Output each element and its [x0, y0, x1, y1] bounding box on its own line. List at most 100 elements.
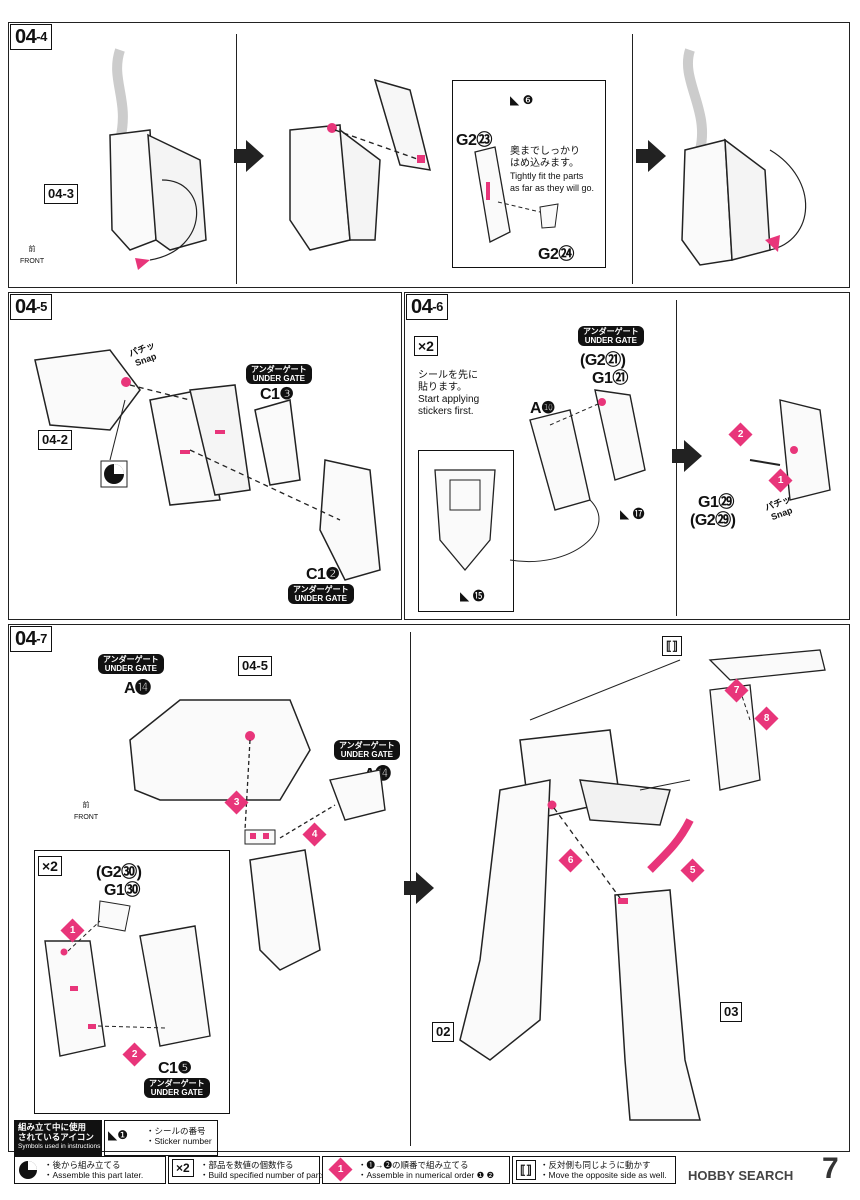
sticker-17-ref: ◣ ⓱ [620, 507, 645, 521]
part-g2-23: G2㉓ [456, 132, 492, 149]
legend-order-en: ・Assemble in numerical order ❶ ❷ [358, 1170, 495, 1180]
instr-jp-2: 貼ります。 [418, 382, 467, 393]
tip-en-1: Tightly fit the parts [510, 171, 584, 181]
sticker-detail-box [418, 450, 514, 612]
gate-en: UNDER GATE [252, 374, 305, 383]
step-label-main: 04 [15, 628, 37, 650]
sticker-15-ref: ◣ ⓯ [460, 589, 485, 603]
instr-en-2: stickers first. [418, 406, 474, 417]
step-label-sub: -7 [36, 631, 47, 646]
legend-sticker-icon: ◣❶ [108, 1128, 128, 1142]
leg-assembly-drawing [459, 649, 831, 1121]
legend-header [14, 1120, 102, 1156]
divider [632, 34, 633, 284]
shoulder-part-drawing [529, 389, 646, 511]
side-armor-drawing [44, 900, 211, 1057]
gate-jp: アンダーゲート [293, 585, 349, 594]
legend-sticker-text: ・シールの番号 ・Sticker number [146, 1126, 212, 1146]
gate-en: UNDER GATE [150, 1088, 203, 1097]
shoulder-inner-drawing [434, 469, 496, 572]
step-label-main: 04 [15, 296, 37, 318]
part-g2-drawing [474, 146, 559, 243]
shoulder-armor-drawing [749, 399, 831, 501]
legend-sticker-cell [104, 1120, 218, 1156]
legend-title-jp-2: されているアイコン [18, 1132, 94, 1142]
next-arrow-icon [234, 140, 264, 172]
build-twice-badge: ×2 [414, 336, 438, 356]
step-label-sub: -6 [432, 299, 443, 314]
gate-jp: アンダーゲート [251, 365, 307, 374]
part-a10: A❿ [530, 400, 555, 417]
step-label-main: 04 [411, 296, 433, 318]
assemble-later-icon [100, 460, 128, 488]
legend-opposite-text: ・反対側も同じように動かす ・Move the opposite side as… [540, 1160, 667, 1180]
ref-04-2-label: 04-2 [38, 430, 73, 450]
tip-jp-2: はめ込みます。 [510, 158, 579, 169]
watermark: HOBBY SEARCH [688, 1168, 794, 1183]
step-label-04-6: 04-6 [406, 294, 448, 320]
tip-jp-1: 奥までしっかり [510, 146, 580, 157]
step-label-sub: -4 [36, 29, 47, 44]
part-g1-21: G1㉑ [592, 370, 628, 387]
armor-closed-drawing [681, 48, 807, 266]
legend-opposite-en: ・Move the opposite side as well. [540, 1170, 667, 1180]
legend-opposite-cell [512, 1156, 676, 1184]
part-c1-3: C1❸ [260, 386, 294, 403]
page-number: 7 [822, 1152, 839, 1185]
gate-jp: アンダーゲート [103, 655, 159, 664]
gate-jp: アンダーゲート [583, 327, 639, 336]
ref-04-3-label: 04-3 [44, 184, 79, 204]
legend-title-en: Symbols used in instructions [18, 1143, 101, 1150]
step-label-04-7: 04-7 [10, 626, 52, 652]
legend-later-text: ・後から組み立てる ・Assemble this part later. [44, 1160, 143, 1180]
build-twice-badge: ×2 [38, 856, 62, 876]
next-arrow-icon [404, 872, 434, 904]
opposite-side-icon: ⟦⟧ [662, 636, 682, 656]
legend-sticker-en: ・Sticker number [146, 1136, 212, 1146]
armor-part-drawing [109, 48, 207, 270]
sub-assembly-box [34, 850, 230, 1114]
ref-04-5-label: 04-5 [238, 656, 273, 676]
legend-x2-icon: ×2 [172, 1159, 194, 1177]
front-en: FRONT [20, 258, 45, 265]
part-c1-5: C1❺ [158, 1060, 192, 1077]
part-c1-2: C1❷ [306, 566, 340, 583]
ref-02-label: 02 [432, 1022, 455, 1042]
tip-en-2: as far as they will go. [510, 183, 595, 193]
legend-title-jp-1: 組み立て中に使用 [18, 1122, 87, 1132]
gate-jp: アンダーゲート [149, 1079, 205, 1088]
gate-en: UNDER GATE [584, 336, 637, 345]
gate-en: UNDER GATE [294, 594, 347, 603]
front-en: FRONT [74, 814, 99, 821]
step-label-04-4: 04-4 [10, 24, 52, 50]
next-arrow-icon [672, 440, 702, 472]
detail-box [452, 80, 606, 268]
next-arrow-icon [636, 140, 666, 172]
waist-assembly-drawing [129, 699, 386, 971]
instr-en-1: Start applying [418, 394, 480, 405]
legend-order-jp: ・❶→❷の順番で組み立てる [358, 1160, 469, 1170]
legend-x2-en: ・Build specified number of parts. [200, 1170, 328, 1180]
legend-sticker-jp: ・シールの番号 [146, 1126, 206, 1136]
step-label-04-5: 04-5 [10, 294, 52, 320]
part-g2-30: (G2㉚) [96, 864, 142, 881]
part-g2-24: G2㉔ [538, 246, 574, 263]
front-jp: 前 [28, 246, 36, 253]
ref-03-label: 03 [720, 1002, 743, 1022]
sticker-ref: ◣ ❻ [510, 93, 534, 107]
tip-text: 奥までしっかり はめ込みます。 Tightly fit the parts as… [510, 146, 594, 194]
legend-x2-text: ・部品を数値の個数作る ・Build specified number of p… [200, 1160, 328, 1180]
legend-later-en: ・Assemble this part later. [44, 1170, 144, 1180]
step-label-sub: -5 [36, 299, 47, 314]
part-g2-21: (G2㉑) [580, 352, 626, 369]
sticker-instruction: シールを先に 貼ります。 Start applying stickers fir… [418, 370, 479, 418]
legend-opposite-icon: ⟦⟧ [516, 1160, 536, 1180]
legend-later-cell [14, 1156, 166, 1184]
assemble-later-icon [19, 1161, 37, 1179]
